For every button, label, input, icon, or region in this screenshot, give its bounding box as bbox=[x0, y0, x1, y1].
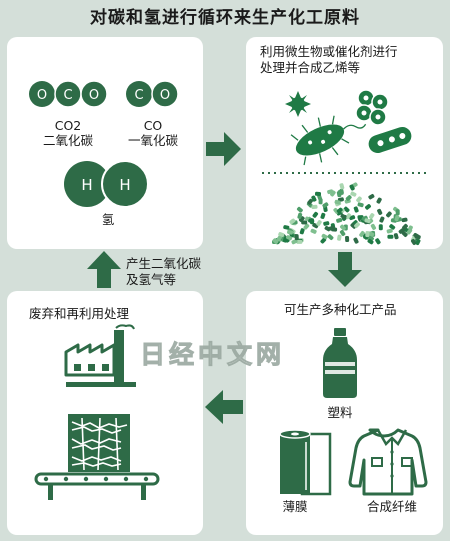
h2-name: 氢 bbox=[101, 212, 115, 227]
co-atom-2: O bbox=[160, 88, 170, 103]
waste-title: 废弃和再利用处理 bbox=[29, 306, 130, 321]
process-label-line1: 利用微生物或催化剂进行 bbox=[260, 44, 398, 59]
shirt-icon bbox=[348, 428, 428, 496]
products-title: 可生产多种化工产品 bbox=[284, 302, 397, 317]
arrow-down-icon bbox=[328, 252, 362, 287]
process-label-line2: 处理并合成乙烯等 bbox=[260, 60, 361, 75]
arrow-left-icon bbox=[205, 390, 243, 424]
arrow-up-label-line2: 及氢气等 bbox=[126, 272, 177, 287]
arrow-up-icon bbox=[87, 251, 121, 288]
dotted-divider bbox=[262, 172, 428, 174]
co2-molecule-icon: O C O bbox=[29, 80, 108, 108]
product-fiber-label: 合成纤维 bbox=[366, 499, 417, 514]
microbe-icon bbox=[285, 89, 412, 166]
panel-waste bbox=[7, 291, 203, 535]
catalyst-pellets-icon bbox=[272, 182, 421, 246]
h2-atom-2: H bbox=[119, 176, 130, 194]
arrow-up-label-line1: 产生二氧化碳 bbox=[126, 256, 202, 271]
co2-atom-2: C bbox=[63, 88, 72, 103]
arrow-right-icon bbox=[206, 132, 241, 166]
plastic-bottle-icon bbox=[323, 328, 357, 398]
h2-atom-1: H bbox=[81, 176, 92, 194]
h2-molecule-icon: H H bbox=[64, 160, 149, 208]
co2-formula: CO2 bbox=[54, 118, 82, 133]
diagram-title: 对碳和氢进行循环来生产化工原料 bbox=[90, 8, 360, 28]
co-name: 一氧化碳 bbox=[127, 133, 178, 148]
panel-gases bbox=[7, 37, 203, 249]
factory-icon bbox=[64, 324, 136, 387]
co2-atom-3: O bbox=[89, 88, 99, 103]
co-formula: CO bbox=[143, 118, 163, 133]
product-film-label: 薄膜 bbox=[282, 499, 308, 514]
film-roll-icon bbox=[279, 429, 332, 496]
watermark: 日经中文网 bbox=[139, 340, 286, 370]
panel-process bbox=[246, 37, 443, 249]
co-atom-1: C bbox=[134, 88, 143, 103]
co2-name: 二氧化碳 bbox=[42, 133, 93, 148]
co2-atom-1: O bbox=[37, 88, 47, 103]
product-plastic-label: 塑料 bbox=[327, 405, 353, 420]
conveyor-belt-recycling-icon bbox=[34, 414, 160, 500]
co-molecule-icon: C O bbox=[126, 80, 179, 108]
